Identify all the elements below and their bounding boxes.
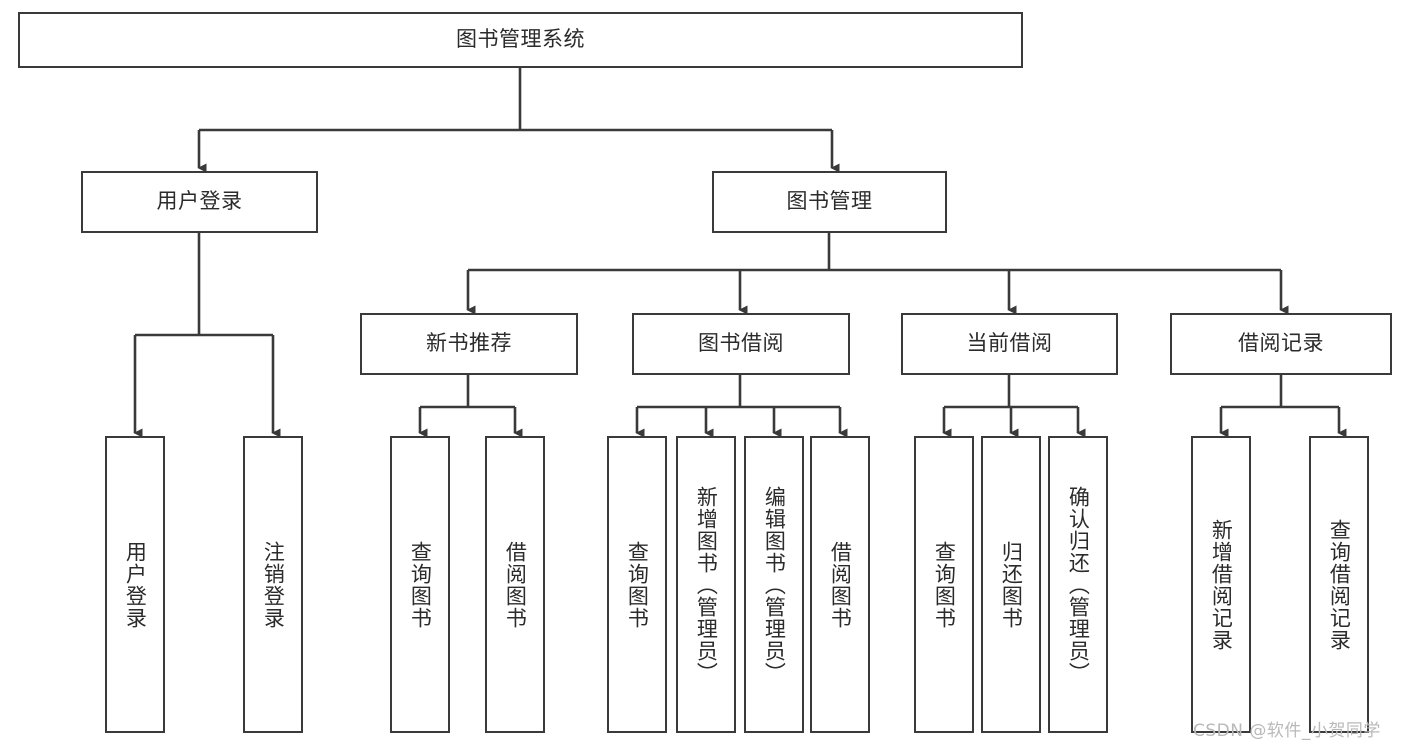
- node-user-login[interactable]: 用户登录: [81, 171, 318, 233]
- node-label: 新增借阅记录: [1209, 518, 1234, 651]
- node-root-system[interactable]: 图书管理系统: [18, 12, 1023, 68]
- leaf-record-add-record[interactable]: 新增借阅记录: [1191, 436, 1251, 733]
- node-label: 借阅图书: [503, 540, 528, 629]
- leaf-current-query-book[interactable]: 查询图书: [914, 436, 974, 733]
- leaf-recommend-borrow-book[interactable]: 借阅图书: [485, 436, 545, 733]
- node-label: 编辑图书（管理员）: [762, 485, 787, 684]
- leaf-current-return-book[interactable]: 归还图书: [981, 436, 1041, 733]
- leaf-recommend-query-book[interactable]: 查询图书: [390, 436, 450, 733]
- node-label: 用户登录: [156, 189, 243, 214]
- leaf-borrow-edit-book-admin[interactable]: 编辑图书（管理员）: [744, 436, 804, 733]
- node-book-management[interactable]: 图书管理: [712, 171, 947, 233]
- node-label: 当前借阅: [966, 331, 1053, 356]
- leaf-user-login-login[interactable]: 用户登录: [105, 436, 165, 733]
- node-label: 图书管理系统: [456, 27, 585, 52]
- node-label: 查询图书: [932, 540, 957, 629]
- node-label: 新书推荐: [426, 331, 512, 356]
- csdn-watermark: CSDN @软件_小贺同学: [1193, 721, 1381, 741]
- node-label: 借阅记录: [1238, 331, 1324, 356]
- node-current-borrow[interactable]: 当前借阅: [901, 313, 1118, 375]
- leaf-borrow-add-book-admin[interactable]: 新增图书（管理员）: [676, 436, 736, 733]
- leaf-current-confirm-return-admin[interactable]: 确认归还（管理员）: [1048, 436, 1108, 733]
- leaf-user-login-logout[interactable]: 注销登录: [243, 436, 303, 733]
- node-label: 用户登录: [123, 540, 148, 629]
- node-label: 查询图书: [625, 540, 650, 629]
- node-label: 新增图书（管理员）: [694, 485, 719, 684]
- node-book-borrow[interactable]: 图书借阅: [632, 313, 850, 375]
- node-label: 归还图书: [999, 540, 1024, 629]
- leaf-borrow-borrow-book[interactable]: 借阅图书: [810, 436, 870, 733]
- node-borrow-record[interactable]: 借阅记录: [1170, 313, 1392, 375]
- node-label: 图书借阅: [698, 331, 784, 356]
- node-label: 查询借阅记录: [1327, 518, 1352, 651]
- node-label: 借阅图书: [828, 540, 853, 629]
- leaf-record-query-record[interactable]: 查询借阅记录: [1309, 436, 1369, 733]
- node-label: 确认归还（管理员）: [1066, 485, 1091, 684]
- node-label: 注销登录: [261, 540, 286, 629]
- node-label: 查询图书: [408, 540, 433, 629]
- leaf-borrow-query-book[interactable]: 查询图书: [607, 436, 667, 733]
- node-new-book-recommend[interactable]: 新书推荐: [360, 313, 578, 375]
- node-label: 图书管理: [786, 189, 873, 214]
